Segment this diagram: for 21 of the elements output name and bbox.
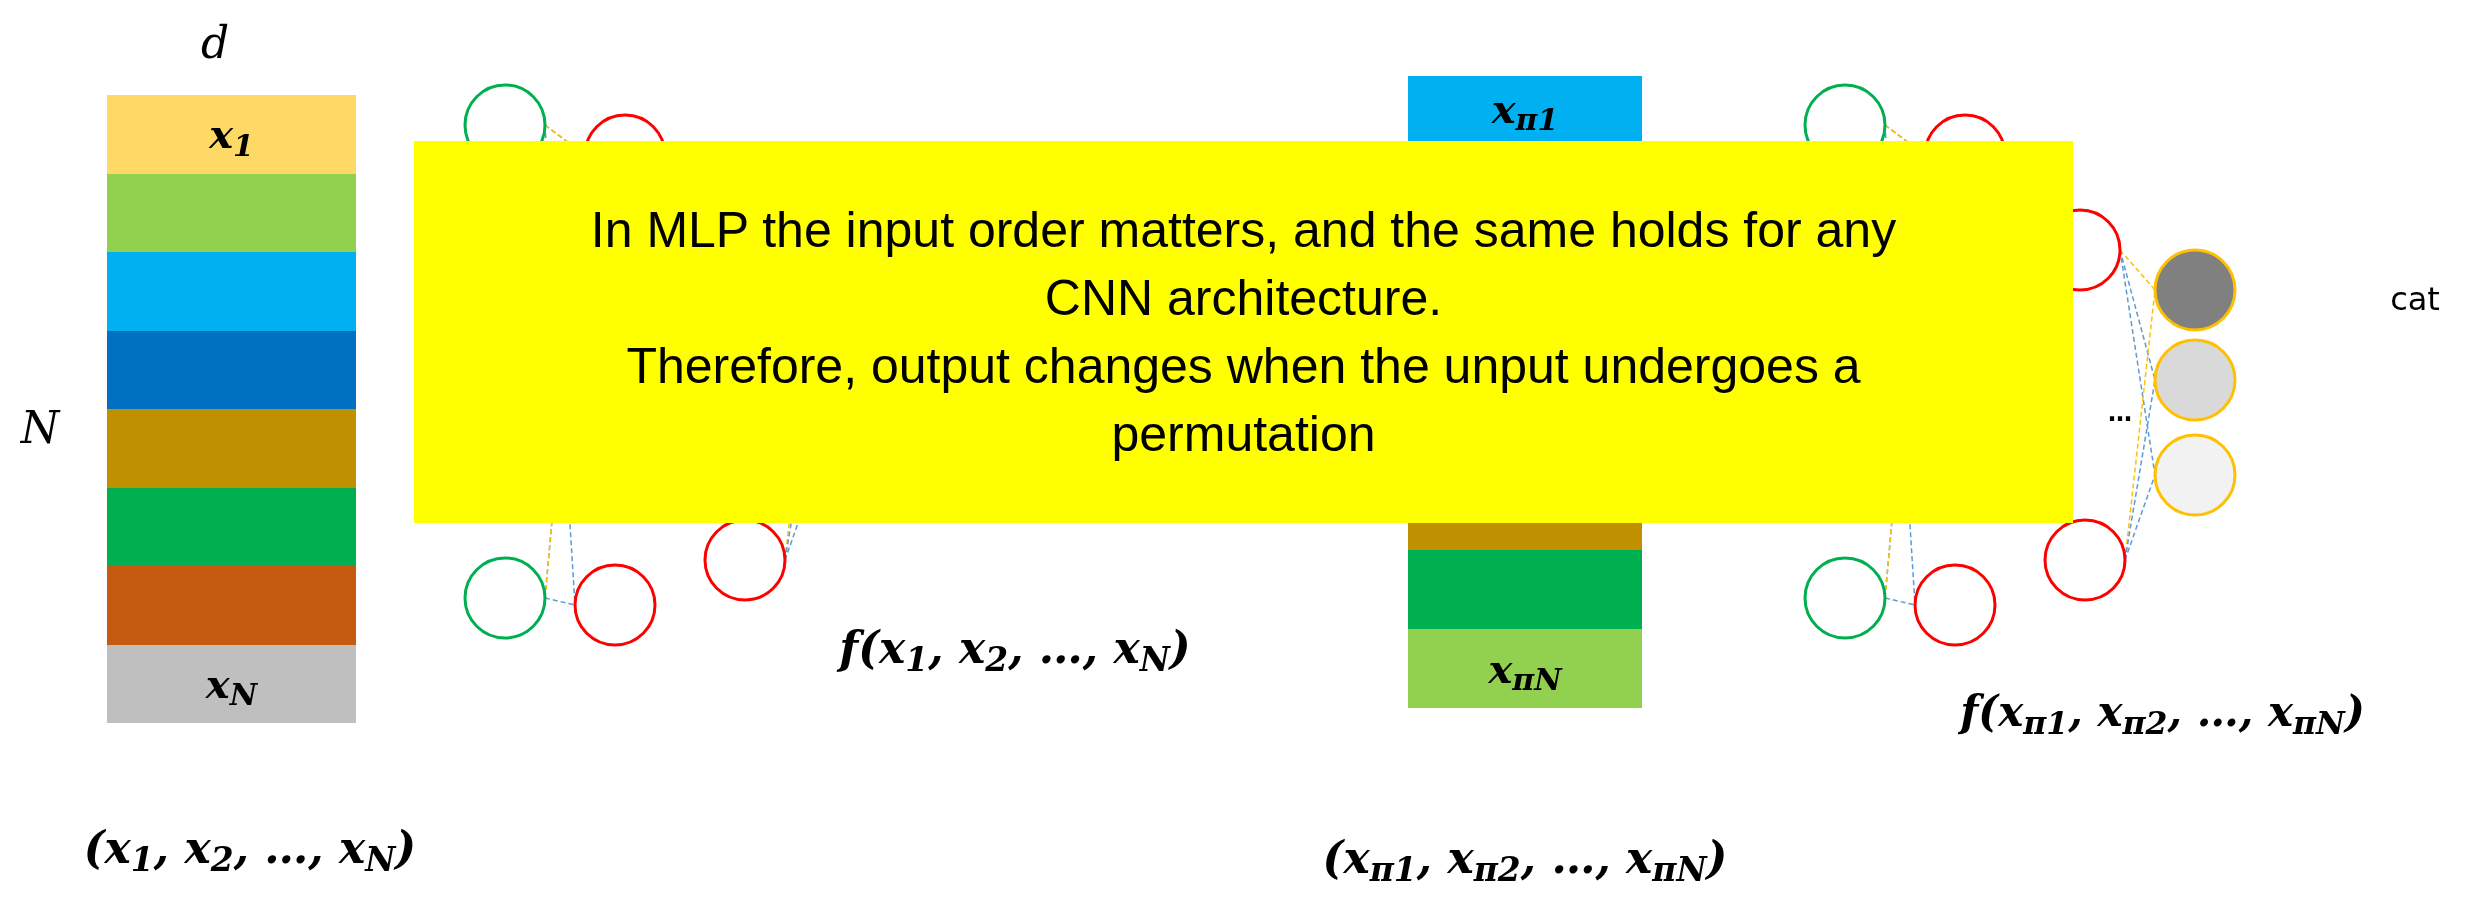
note-box: In MLP the input order matters, and the same holds for any CNN architecture. Therefore, output changes when the unput undergoes a permutation bbox=[414, 141, 2073, 523]
labeled-row-bar: x$_{π1}$ bbox=[1408, 76, 1642, 141]
row-bar bbox=[107, 566, 356, 645]
class-label: cat bbox=[2389, 279, 2441, 320]
row-bar bbox=[107, 173, 356, 252]
row-bar bbox=[107, 252, 356, 331]
input-tuple: (x$_{1}$, x$_{2}$, …, x$_{N}$) bbox=[82, 821, 418, 881]
labeled-row-bar: x$_{N}$ bbox=[107, 644, 356, 723]
dimension-label: N bbox=[19, 401, 62, 455]
row-bar bbox=[107, 330, 356, 409]
row-bar bbox=[107, 409, 356, 488]
row-bar bbox=[1408, 550, 1642, 629]
ellipsis-text: … bbox=[2107, 398, 2133, 429]
dimension-label: d bbox=[199, 16, 231, 70]
labeled-row-bar: x$_{1}$ bbox=[107, 95, 356, 174]
row-bar bbox=[107, 487, 356, 566]
row-bar bbox=[1408, 523, 1642, 550]
labeled-row-bar: x$_{πN}$ bbox=[1408, 629, 1642, 708]
function-output: f(x$_{π1}$, x$_{π2}$, …, x$_{πN}$) bbox=[1957, 686, 2366, 743]
function-output: f(x$_{1}$, x$_{2}$, …, x$_{N}$) bbox=[780, 615, 1250, 681]
input-tuple: (x$_{π1}$, x$_{π2}$, …, x$_{πN}$) bbox=[1321, 831, 1729, 891]
